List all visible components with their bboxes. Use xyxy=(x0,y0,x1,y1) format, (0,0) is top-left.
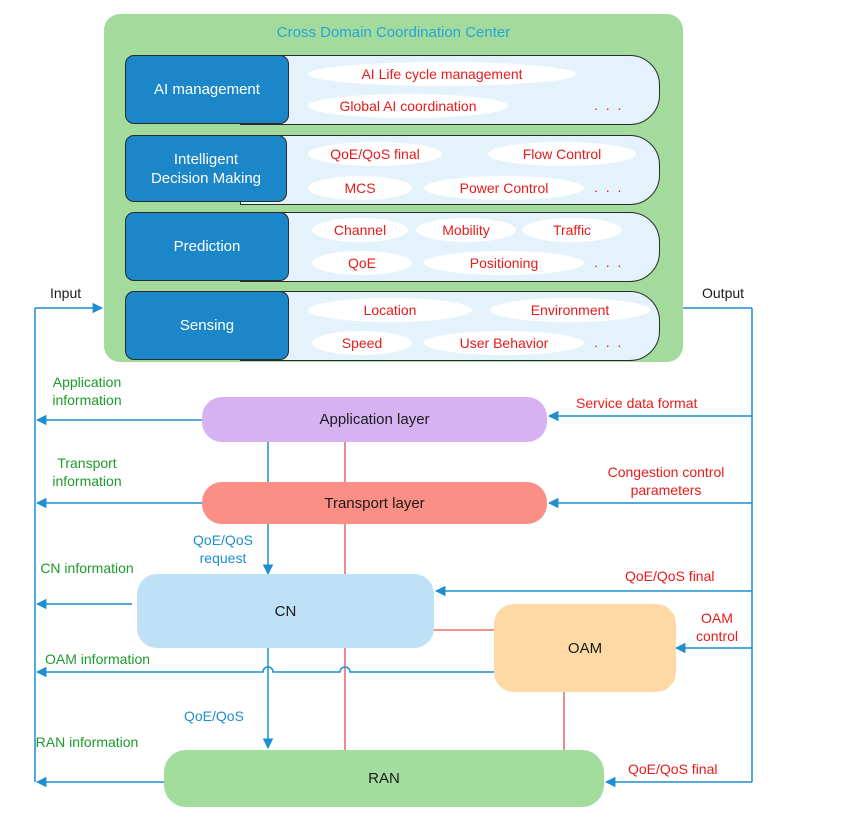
input-label: Input xyxy=(50,285,82,301)
speed-item: Speed xyxy=(312,331,412,355)
qoe-qos-final-item: QoE/QoS final xyxy=(308,142,442,166)
decision-making-ellipsis: . . . xyxy=(594,179,624,195)
location-item: Location xyxy=(308,298,472,322)
mobility-item: Mobility xyxy=(416,218,516,242)
oam-control-label: OAM control xyxy=(695,610,739,644)
sensing-ellipsis: . . . xyxy=(594,334,624,350)
mcs-item: MCS xyxy=(308,176,412,200)
coordination-center-title: Cross Domain Coordination Center xyxy=(276,24,511,41)
qoe-qos-final-ran-label: QoE/QoS final xyxy=(628,761,718,777)
ai-management-label: AI management xyxy=(125,55,289,124)
cn-info-label: CN information xyxy=(40,560,134,576)
qoe-item: QoE xyxy=(312,251,412,275)
flow-control-item: Flow Control xyxy=(488,142,636,166)
channel-item: Channel xyxy=(312,218,408,242)
qoe-qos-request-label: QoE/QoS request xyxy=(193,532,253,566)
oam-info-label: OAM information xyxy=(45,651,151,667)
transport-layer: Transport layer xyxy=(202,482,547,524)
service-data-format-label: Service data format xyxy=(576,395,698,411)
right-bus xyxy=(434,307,753,788)
congestion-control-label: Congestion control parameters xyxy=(607,464,725,498)
user-behavior-item: User Behavior xyxy=(424,331,584,355)
qoe-qos-label: QoE/QoS xyxy=(184,708,244,724)
transport-info-label: Transport information xyxy=(52,455,122,489)
traffic-item: Traffic xyxy=(522,218,622,242)
sensing-label: Sensing xyxy=(125,291,289,360)
cn-box: CN xyxy=(137,574,434,648)
decision-making-label: Intelligent Decision Making xyxy=(125,135,287,202)
oam-box: OAM xyxy=(494,604,676,692)
positioning-item: Positioning xyxy=(424,251,584,275)
application-info-label: Application information xyxy=(52,374,122,408)
qoe-qos-final-cn-label: QoE/QoS final xyxy=(625,568,715,584)
application-layer: Application layer xyxy=(202,397,547,442)
ai-lifecycle-management: AI Life cycle management xyxy=(308,62,576,86)
prediction-label: Prediction xyxy=(125,212,289,281)
output-label: Output xyxy=(702,285,745,301)
prediction-ellipsis: . . . xyxy=(594,254,624,270)
ran-box: RAN xyxy=(164,750,604,807)
global-ai-coordination: Global AI coordination xyxy=(308,94,508,118)
ai-management-ellipsis: . . . xyxy=(594,97,624,113)
power-control-item: Power Control xyxy=(424,176,584,200)
red-connectors xyxy=(344,442,565,750)
ran-info-label: RAN information xyxy=(35,734,139,750)
left-bus xyxy=(34,302,494,788)
environment-item: Environment xyxy=(490,298,650,322)
